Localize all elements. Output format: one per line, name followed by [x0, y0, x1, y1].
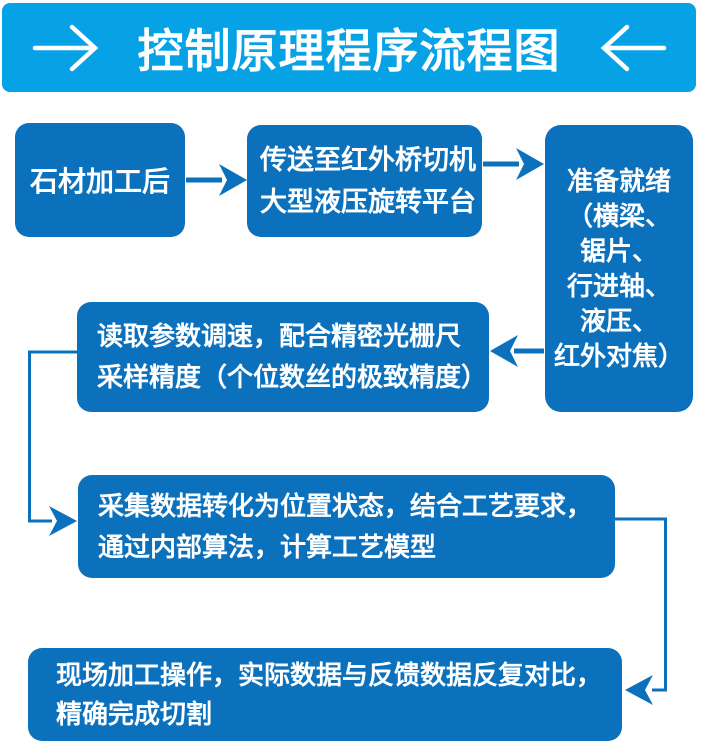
arrow-node3-to-node4-icon [490, 335, 544, 367]
node-text-line: 大型液压旋转平台 [260, 187, 476, 217]
node-text-line: 传送至红外桥切机 [260, 145, 476, 175]
node-text-line: 采集数据转化为位置状态，结合工艺要求， [98, 490, 593, 521]
flow-node-transfer-platform: 传送至红外桥切机 大型液压旋转平台 [247, 125, 482, 237]
flow-node-onsite-cutting: 现场加工操作，实际数据与反馈数据反复对比， 精确完成切割 [28, 648, 622, 741]
node-text-line: 现场加工操作，实际数据与反馈数据反复对比， [56, 659, 603, 690]
flow-node-stone-processed: 石材加工后 [15, 123, 185, 237]
arrow-left-icon [600, 24, 666, 71]
node-text-line: 采样精度（个位数丝的极致精度） [97, 362, 488, 392]
node-text-line: 精确完成切割 [56, 698, 213, 729]
node-text-line: 准备就绪 [566, 165, 671, 196]
page-title: 控制原理程序流程图 [137, 24, 561, 77]
node-text-line: 红外对焦） [553, 340, 684, 371]
node-text-line: 锯片、 [579, 235, 658, 266]
connector-node5-to-node6-icon [615, 517, 667, 705]
node-text-line: 液压、 [579, 305, 658, 336]
header-banner: 控制原理程序流程图 [2, 3, 696, 92]
node-text-line: （横梁、 [566, 200, 671, 231]
arrow-right-icon [32, 24, 98, 71]
flow-node-ready-check: 准备就绪 （横梁、 锯片、 行进轴、 液压、 红外对焦） [545, 125, 693, 412]
flow-node-collect-data: 采集数据转化为位置状态，结合工艺要求， 通过内部算法，计算工艺模型 [78, 475, 615, 578]
flow-node-read-parameters: 读取参数调速，配合精密光栅尺 采样精度（个位数丝的极致精度） [77, 302, 489, 412]
node-text-line: 通过内部算法，计算工艺模型 [98, 531, 437, 562]
arrow-node1-to-node2-icon [186, 164, 247, 196]
node-text-line: 读取参数调速，配合精密光栅尺 [97, 321, 462, 351]
arrow-node2-to-node3-icon [483, 148, 544, 180]
connector-node4-to-node5-icon [28, 350, 77, 536]
node-text-line: 石材加工后 [29, 166, 170, 197]
node-text-line: 行进轴、 [566, 270, 671, 301]
